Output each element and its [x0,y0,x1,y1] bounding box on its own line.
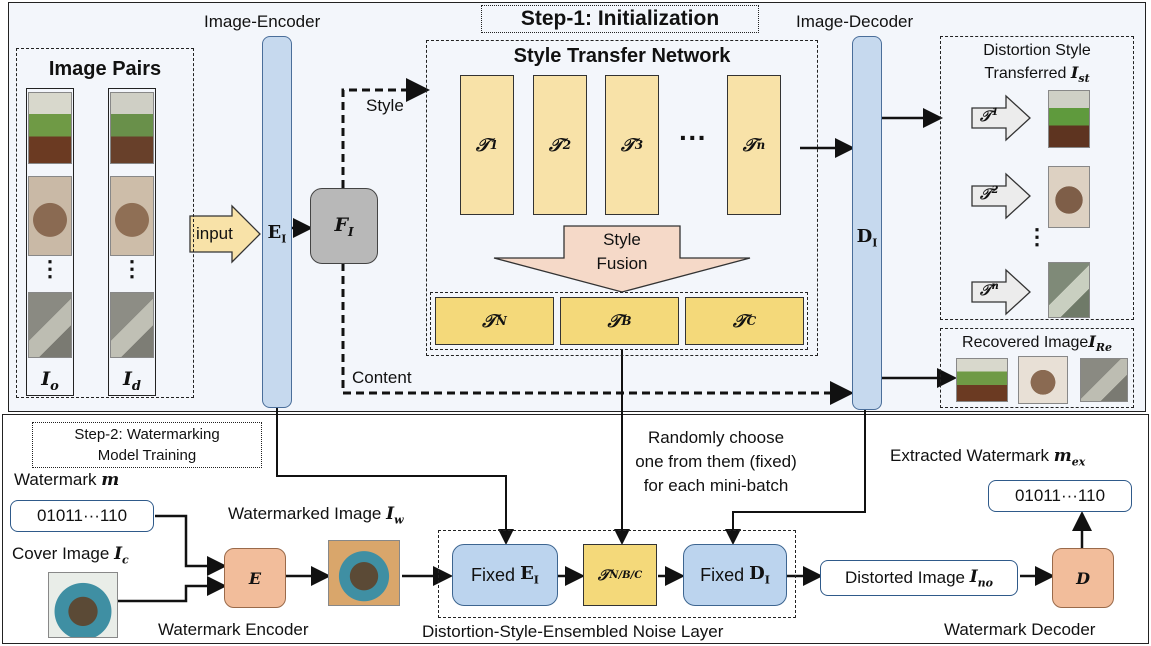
watermarked-image-label: Watermarked Image Iw [228,504,404,527]
cover-image-label: Cover Image Ic [12,544,129,567]
distortion-transferred-box [940,36,1134,320]
pairs-ellipsis-right: ⋮ [121,256,143,281]
fixed-decoder-block: Fixed DI [683,544,787,606]
photo-recovered-3 [1080,358,1128,402]
watermark-decoder-label: Watermark Decoder [944,620,1096,639]
label-io: Io [41,368,59,394]
step2-title-line2: Model Training [97,447,197,464]
photo-dog-bench-original [28,92,72,164]
watermark-label: Watermark m [14,470,120,490]
step2-title-line1: Step-2: Watermarking [74,426,220,443]
recovered-box [940,328,1134,408]
extracted-bits-box: 01011···110 [988,480,1132,512]
content-label: Content [352,368,412,387]
fused-transforms-box [430,292,808,350]
decoder-label: Image-Decoder [796,12,914,31]
fixed-encoder-block: Fixed EI [452,544,558,606]
distortion-arrow-1 [971,94,1031,142]
image-decoder-block [852,36,882,410]
image-pairs-box [16,48,194,398]
label-id: Id [123,368,141,394]
encoder-label: Image-Encoder [204,12,321,31]
style-transfer-network-box [426,40,818,356]
arrow-style [341,78,430,188]
encoder-symbol: EI [267,222,287,246]
distortion-arrow-n [971,268,1031,316]
distortion-arrow-label-2: 𝒯2 [980,185,999,203]
recovered-title: Recovered ImageIRe [962,332,1112,355]
random-choice-note: Randomly choose one from them (fixed) fo… [635,428,797,495]
features-symbol: FI [334,213,354,239]
extracted-watermark-label: Extracted Watermark mex [890,446,1086,469]
photo-cat-original [28,292,72,358]
distortion-arrow-label-1: 𝒯1 [980,107,999,125]
photo-transferred-1 [1048,90,1090,148]
photo-transferred-2 [1048,166,1090,228]
style-fusion-arrow-shape [493,225,751,293]
step2-title-box: Step-2: Watermarking Model Training [32,422,262,468]
arrow-decoder-to-fixed-decoder [725,410,866,545]
arrow-content [341,263,854,405]
arrow-cover-to-encoder [118,576,227,603]
input-arrow-shape [189,204,261,264]
noise-layer-box [438,530,796,618]
distortion-arrow-label-n: 𝒯n [980,281,999,299]
photo-cover-bird [48,572,118,638]
features-block: FI [310,188,378,264]
transforms-ellipsis: ··· [679,122,707,153]
photo-recovered-1 [956,358,1008,402]
photo-recovered-2 [1018,356,1068,404]
watermark-bits-box: 01011···110 [10,500,154,532]
style-label: Style [366,96,404,115]
image-column-original [26,88,74,396]
decoder-symbol: DI [856,226,878,250]
photo-watermarked-bird [328,540,400,606]
photo-bear-original [28,176,72,256]
photo-transferred-n [1048,262,1090,318]
distortion-ellipsis: ⋮ [1026,224,1048,249]
distortion-arrow-2 [971,172,1031,220]
distorted-image-box: Distorted Image Ino [820,560,1018,596]
photo-bear-distorted [110,176,154,256]
pairs-ellipsis-left: ⋮ [39,256,61,281]
step1-title-box: Step-1: Initialization [481,5,759,33]
arrow-watermark-to-encoder [155,514,227,576]
arrow-encoder-to-fixed-encoder [276,405,514,545]
distortion-title: Distortion Style Transferred Ist [983,42,1091,86]
image-encoder-block [262,36,292,408]
step1-title: Step-1: Initialization [520,7,720,30]
noise-layer-label: Distortion-Style-Ensembled Noise Layer [422,622,724,641]
image-column-distorted [108,88,156,396]
watermark-decoder-block: D [1052,548,1114,608]
photo-cat-distorted [110,292,154,358]
step2-panel [2,414,1149,644]
input-label: input [196,224,233,243]
watermark-encoder-label: Watermark Encoder [158,620,309,639]
watermark-encoder-block: E [224,548,286,608]
photo-dog-bench-distorted [110,92,154,164]
image-pairs-title: Image Pairs [48,58,162,80]
stn-title: Style Transfer Network [513,45,731,67]
